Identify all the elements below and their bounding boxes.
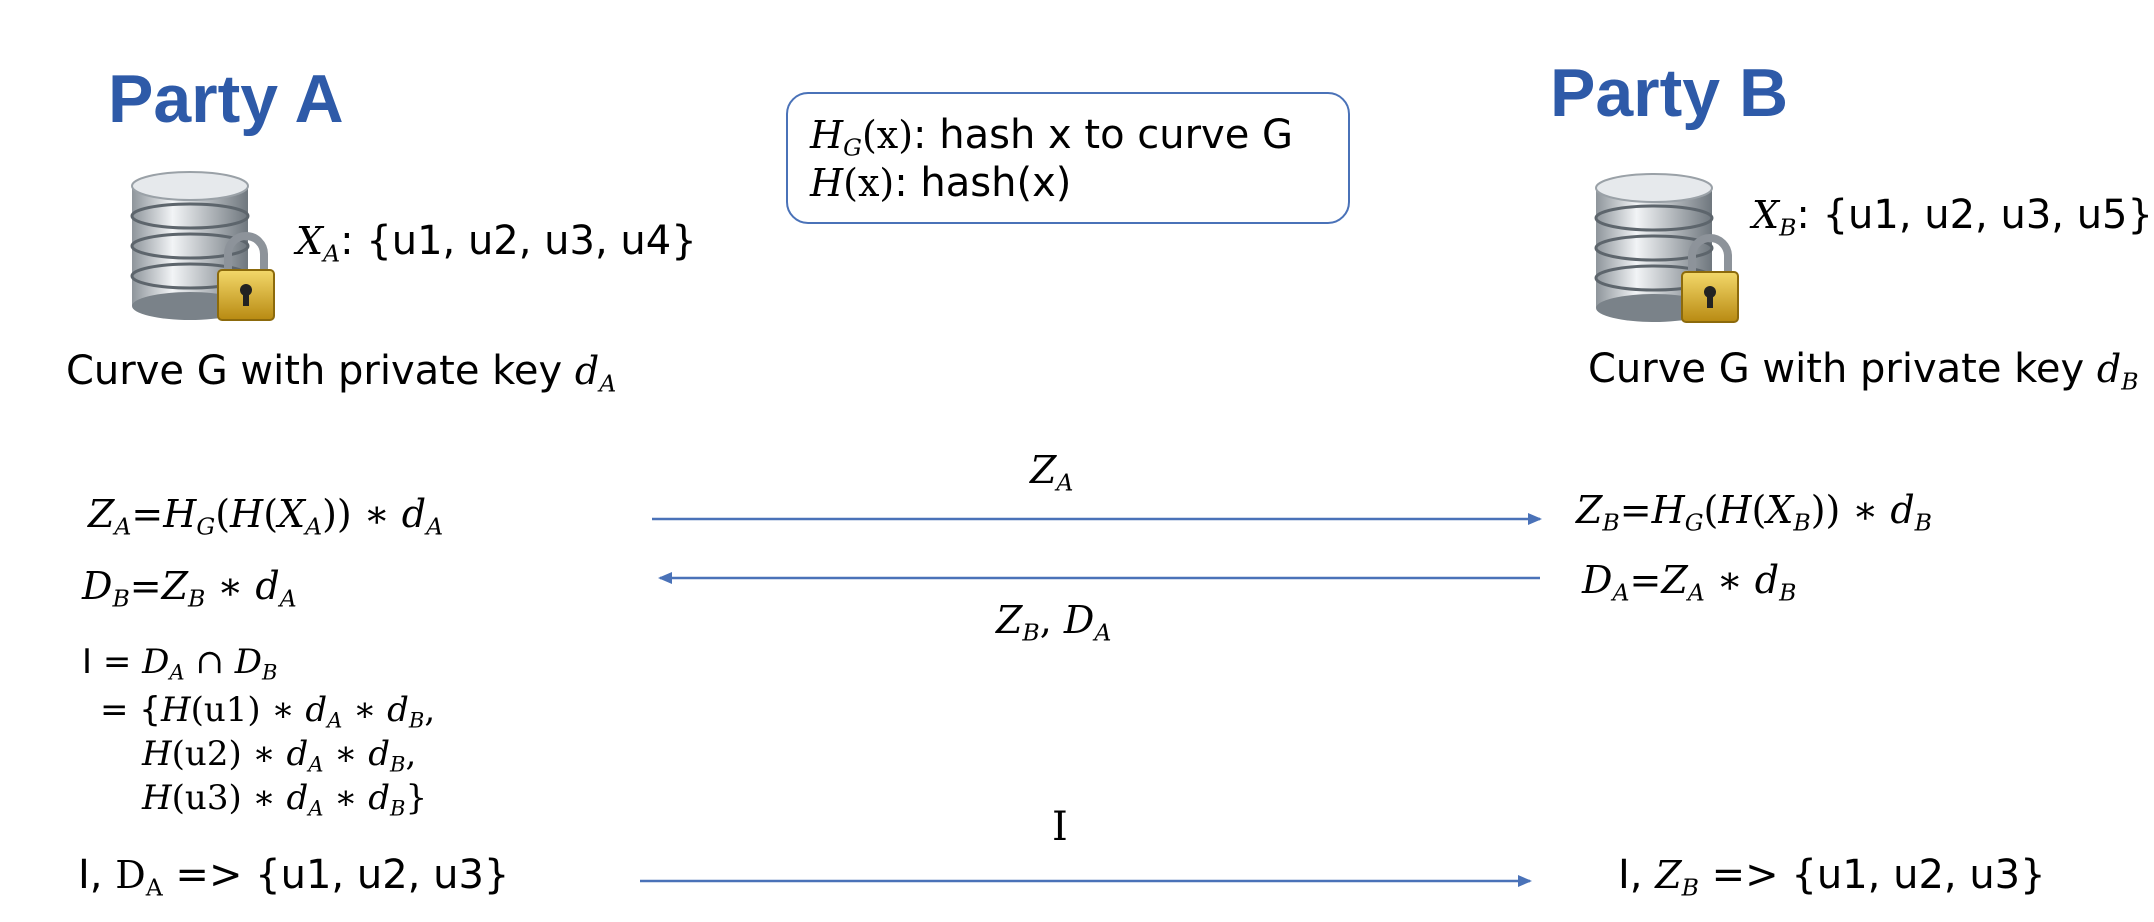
party-a-za-formula: ZA=HG(H(XA)) ∗ dA [88,492,444,541]
party-a-db-formula: DB=ZB ∗ dA [82,564,297,613]
message-label-intersection: I [1052,804,1068,850]
party-a-intersection-row-3: H(u3) ∗ dA ∗ dB} [142,778,428,821]
party-a-intersection-definition: I = DA ∩ DB [82,642,278,685]
party-a-set: XA: {u1, u2, u3, u4} [296,218,697,268]
legend-hash: H(x): hash(x) [810,160,1072,206]
party-b-set: XB: {u1, u2, u3, u5} [1752,192,2153,242]
party-a-curve-label: Curve G with private key dA [66,348,617,398]
party-b-curve-label: Curve G with private key dB [1588,346,2139,396]
party-a-result: I, DA => {u1, u2, u3} [78,852,510,902]
legend-hash-to-curve: HG(x): hash x to curve G [810,112,1294,162]
party-b-title: Party B [1550,55,1789,131]
party-b-zb-formula: ZB=HG(H(XB)) ∗ dB [1576,488,1932,537]
hash-legend-box: HG(x): hash x to curve G H(x): hash(x) [786,92,1350,224]
party-a-intersection-row-2: H(u2) ∗ dA ∗ dB, [142,734,417,777]
database-lock-icon [1594,173,1739,323]
party-b-result: I, ZB => {u1, u2, u3} [1618,852,2046,902]
message-label-zb-da: ZB, DA [996,598,1112,647]
database-lock-icon [130,171,275,321]
party-b-da-formula: DA=ZA ∗ dB [1582,558,1797,607]
party-a-intersection-row-1: = {H(u1) ∗ dA ∗ dB, [100,690,436,733]
message-label-za: ZA [1030,448,1074,497]
party-a-title: Party A [108,61,344,137]
